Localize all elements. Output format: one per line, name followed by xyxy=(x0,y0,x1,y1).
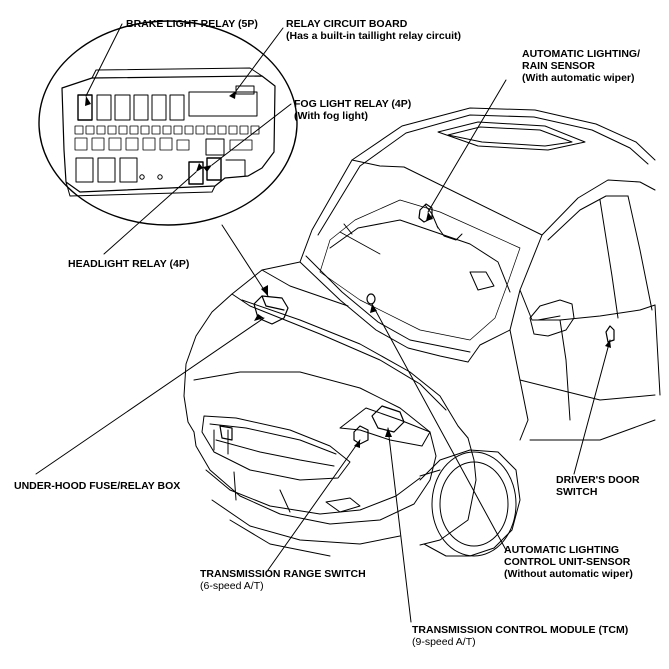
tcm-marker xyxy=(371,405,405,433)
range-switch-title: TRANSMISSION RANGE SWITCH xyxy=(200,568,366,580)
rain-sensor-note: (With automatic wiper) xyxy=(522,72,635,84)
fog-light-relay-title: FOG LIGHT RELAY (4P) xyxy=(294,98,412,110)
fuse-box-detail-view xyxy=(38,20,298,226)
brake-light-relay-title: BRAKE LIGHT RELAY (5P) xyxy=(126,18,258,30)
control-unit-sensor-label: AUTOMATIC LIGHTING CONTROL UNIT-SENSOR (… xyxy=(504,544,633,580)
control-unit-sensor-line1: AUTOMATIC LIGHTING xyxy=(504,544,620,556)
rain-sensor-title-line1: AUTOMATIC LIGHTING/ xyxy=(522,48,641,60)
tcm-label: TRANSMISSION CONTROL MODULE (TCM) (9-spe… xyxy=(412,624,628,648)
drivers-door-switch-line2: SWITCH xyxy=(556,486,598,498)
relay-circuit-board-note: (Has a built-in taillight relay circuit) xyxy=(286,30,462,42)
leader-arrowheads xyxy=(85,91,611,448)
headlight-relay-label: HEADLIGHT RELAY (4P) xyxy=(68,258,189,270)
drivers-door-switch-line1: DRIVER'S DOOR xyxy=(556,474,640,486)
range-switch-note: (6-speed A/T) xyxy=(200,580,264,592)
under-hood-box-title: UNDER-HOOD FUSE/RELAY BOX xyxy=(14,480,181,492)
rain-sensor-title-line2: RAIN SENSOR xyxy=(522,60,595,72)
relay-circuit-board-label: RELAY CIRCUIT BOARD (Has a built-in tail… xyxy=(286,18,461,42)
rain-sensor-label: AUTOMATIC LIGHTING/ RAIN SENSOR (With au… xyxy=(522,48,640,84)
headlight-relay-title: HEADLIGHT RELAY (4P) xyxy=(68,258,190,270)
fog-light-relay-note: (With fog light) xyxy=(294,110,368,122)
relay-circuit-board-title: RELAY CIRCUIT BOARD xyxy=(286,18,408,30)
range-switch-marker xyxy=(353,425,369,445)
vehicle-body xyxy=(183,107,661,557)
under-hood-box-label: UNDER-HOOD FUSE/RELAY BOX xyxy=(14,480,180,492)
leader-lines xyxy=(35,23,611,623)
control-unit-sensor-note: (Without automatic wiper) xyxy=(504,568,633,580)
door-switch-marker xyxy=(605,325,615,343)
range-switch-label: TRANSMISSION RANGE SWITCH (6-speed A/T) xyxy=(200,568,366,592)
control-unit-sensor-marker xyxy=(366,293,376,305)
brake-light-relay-label: BRAKE LIGHT RELAY (5P) xyxy=(126,18,258,30)
fog-light-relay-label: FOG LIGHT RELAY (4P) (With fog light) xyxy=(294,98,411,122)
tcm-note: (9-speed A/T) xyxy=(412,636,476,648)
drivers-door-switch-label: DRIVER'S DOOR SWITCH xyxy=(556,474,640,498)
tcm-title: TRANSMISSION CONTROL MODULE (TCM) xyxy=(412,624,629,636)
control-unit-sensor-line2: CONTROL UNIT-SENSOR xyxy=(504,556,631,568)
